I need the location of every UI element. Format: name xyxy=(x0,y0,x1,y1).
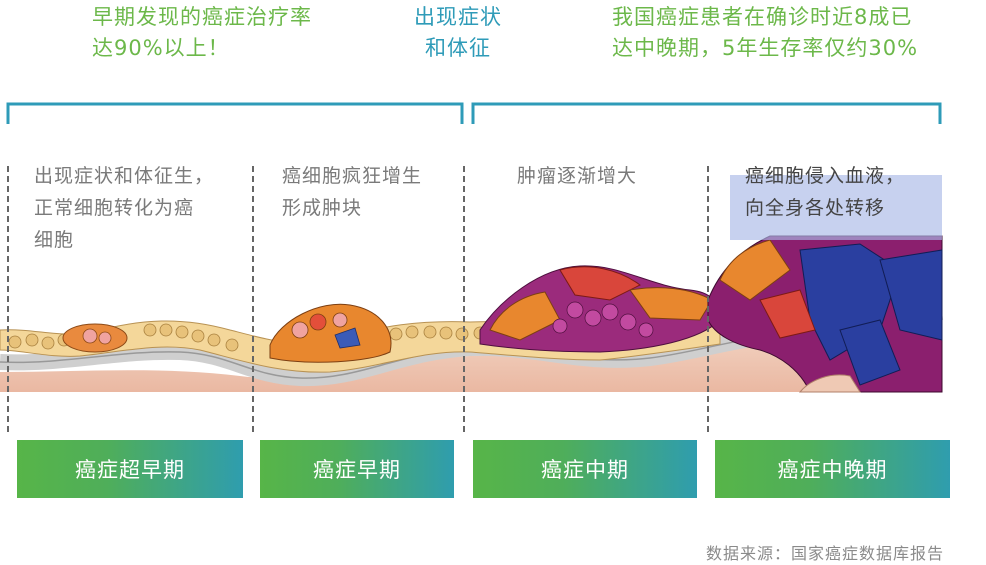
stage3-tumor xyxy=(479,265,721,353)
late-diagnosis-note: 我国癌症患者在确诊时近8成已 达中晚期，5年生存率仅约30% xyxy=(612,2,918,64)
stage2-description: 癌细胞疯狂增生 形成肿块 xyxy=(282,165,423,219)
symptoms-line1: 出现症状 xyxy=(414,5,502,29)
divider-3 xyxy=(463,166,465,432)
early-detection-line2: 达90%以上！ xyxy=(92,36,230,60)
early-detection-note: 早期发现的癌症治疗率 达90%以上！ xyxy=(92,2,312,64)
stage-button-label: 癌症中晚期 xyxy=(777,458,888,482)
tissue-layer xyxy=(0,330,942,392)
early-detection-line1: 早期发现的癌症治疗率 xyxy=(92,5,312,29)
stage1-description: 出现症状和体征生， 正常细胞转化为癌 细胞 xyxy=(34,165,215,251)
stage-button-label: 癌症早期 xyxy=(313,458,401,482)
symptoms-note: 出现症状 和体征 xyxy=(414,2,502,64)
divider-2 xyxy=(252,166,254,432)
divider-1 xyxy=(7,166,9,432)
stage4-description: 癌细胞侵入血液， 向全身各处转移 xyxy=(745,165,906,219)
late-diagnosis-line1: 我国癌症患者在确诊时近8成已 xyxy=(612,5,913,29)
divider-4 xyxy=(707,166,709,432)
stage-button-ultra-early: 癌症超早期 xyxy=(17,440,243,498)
stage-button-middle: 癌症中期 xyxy=(473,440,697,498)
stage4-tumor xyxy=(707,235,943,393)
symptoms-line2: 和体征 xyxy=(425,36,491,60)
late-diagnosis-line2: 达中晚期，5年生存率仅约30% xyxy=(612,36,919,60)
stage3-description: 肿瘤逐渐增大 xyxy=(517,165,638,187)
stage2-tumor xyxy=(269,303,392,363)
bracket-late xyxy=(471,102,942,124)
data-source-note: 数据来源：国家癌症数据库报告 xyxy=(705,544,944,563)
stage-button-early: 癌症早期 xyxy=(260,440,454,498)
stage1-abnormal-cells xyxy=(62,323,128,353)
stage-button-label: 癌症中期 xyxy=(541,458,629,482)
stage-button-label: 癌症超早期 xyxy=(75,458,185,482)
stage-button-mid-late: 癌症中晚期 xyxy=(715,440,950,498)
blood-vessel-overlay xyxy=(730,175,942,240)
bracket-early xyxy=(6,102,464,124)
